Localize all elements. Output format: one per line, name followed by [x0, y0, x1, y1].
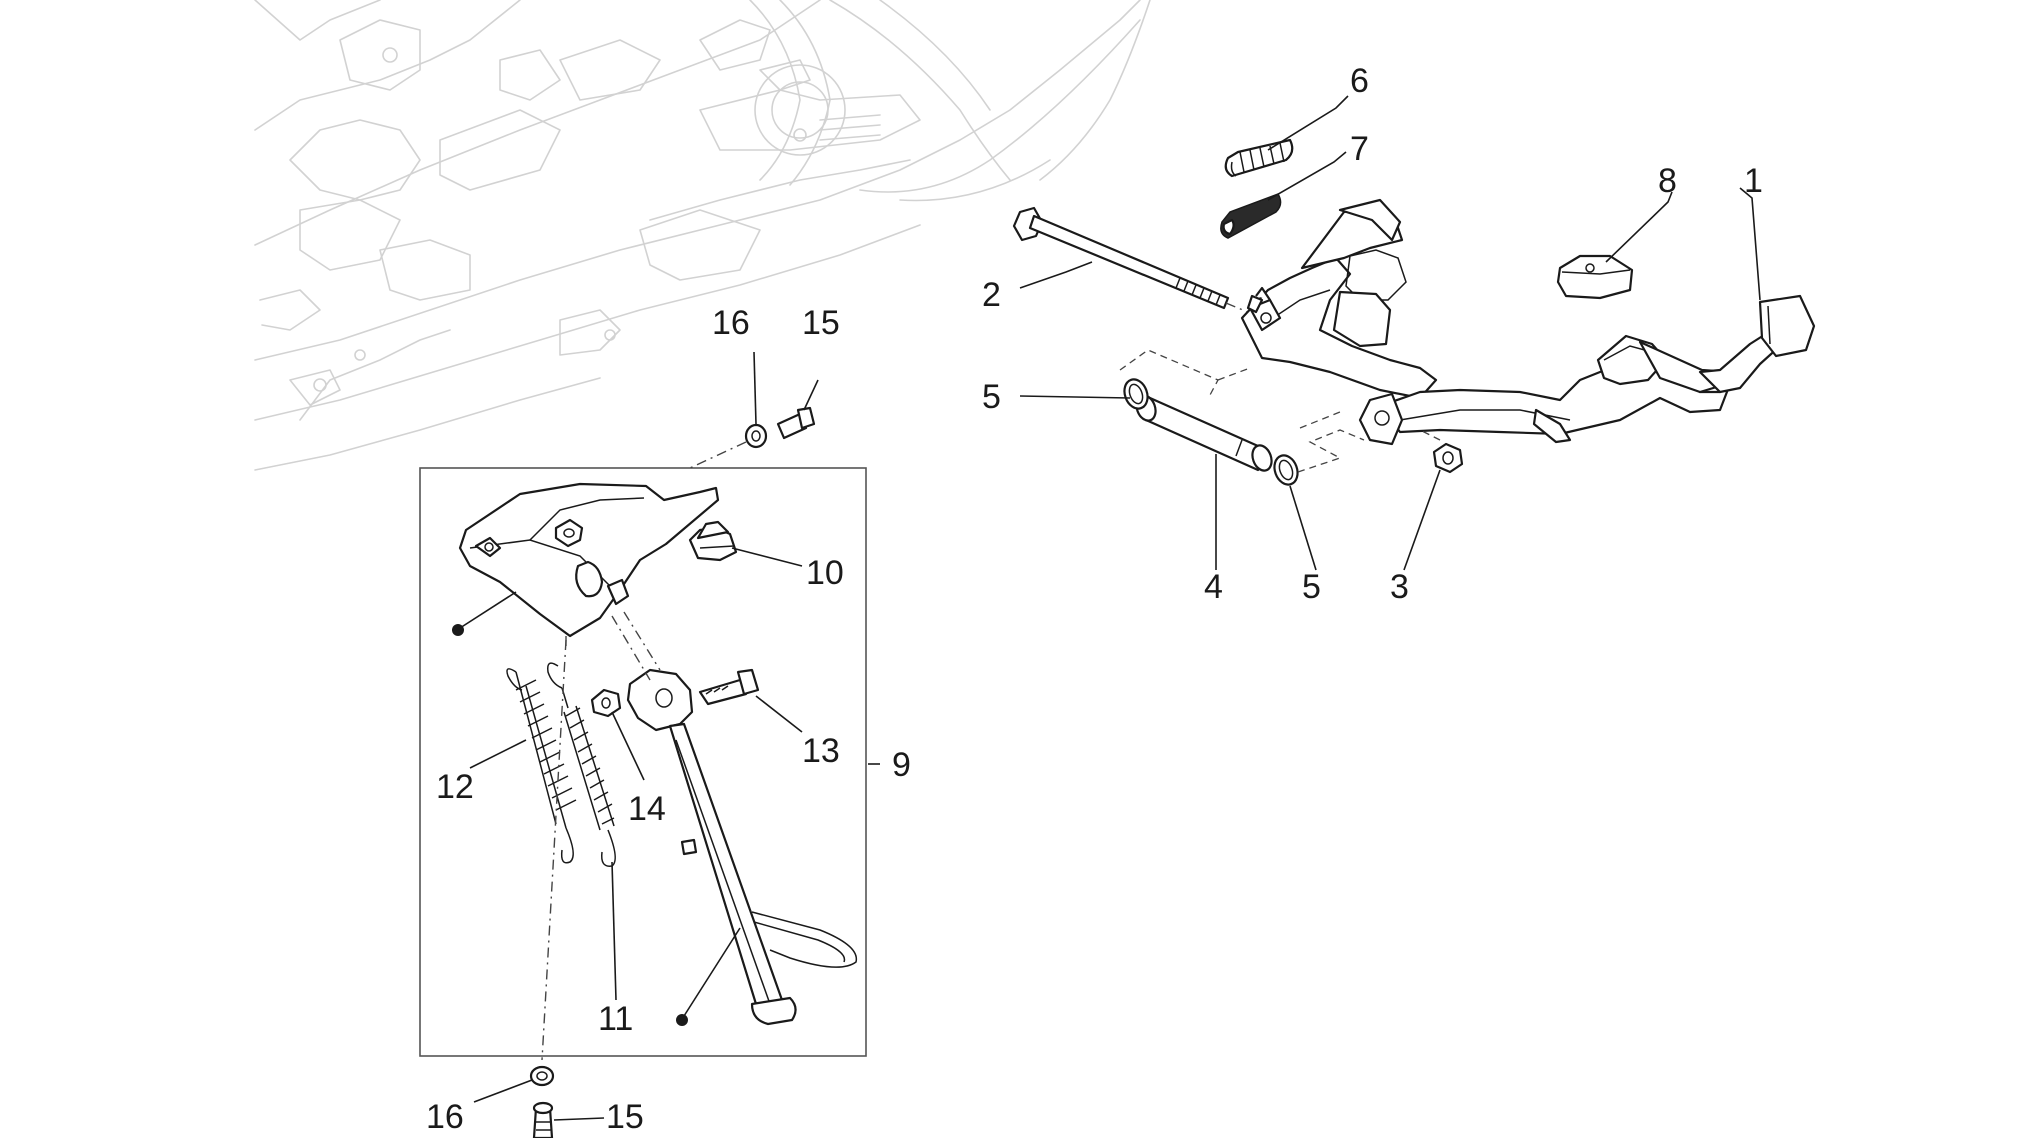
- nut-part-3: [1432, 442, 1464, 474]
- callout-5-upper: 5: [982, 378, 1001, 416]
- callout-15-lower: 15: [606, 1098, 644, 1136]
- callout-13: 13: [802, 732, 840, 770]
- washer-part-16-upper: [744, 423, 768, 449]
- callout-8: 8: [1658, 162, 1677, 200]
- long-bolt-part-2: [1012, 206, 1263, 319]
- rubber-pad-part-10: [688, 520, 738, 562]
- callout-15-upper: 15: [802, 304, 840, 342]
- dot-marker-leg: [676, 927, 741, 1026]
- callout-9: 9: [892, 746, 911, 784]
- callout-11: 11: [598, 1000, 633, 1038]
- bolt-part-15-upper: [776, 406, 816, 440]
- spring-part-11: [546, 662, 616, 867]
- spring-part-7: [1220, 193, 1282, 239]
- pivot-tube-part-4: [1135, 394, 1273, 472]
- washer-part-5-lower: [1273, 454, 1299, 486]
- nut-part-14: [590, 688, 622, 718]
- callout-16-lower: 16: [426, 1098, 464, 1136]
- callout-2: 2: [982, 276, 1001, 314]
- callout-16-upper: 16: [712, 304, 750, 342]
- dot-marker-bracket: [452, 591, 517, 636]
- leader-lines: [469, 95, 1761, 1121]
- main-stand-frame-part-1: [1240, 198, 1816, 446]
- callout-5-lower: 5: [1302, 568, 1321, 606]
- callout-3: 3: [1390, 568, 1409, 606]
- callout-7: 7: [1350, 130, 1369, 168]
- side-stand-kit-box: [419, 467, 867, 1057]
- callout-4: 4: [1204, 568, 1223, 606]
- side-stand-bracket: [458, 482, 720, 638]
- guide-upper-bolt: [689, 441, 747, 469]
- assembly-guide-lines-side: [541, 611, 661, 1061]
- assembly-guide-lines-main: [1119, 349, 1441, 473]
- scooter-frame-outline: [254, 0, 1151, 471]
- pivot-bolt-part-13: [698, 668, 760, 706]
- washer-part-16-lower: [529, 1065, 555, 1087]
- bolt-part-15-lower: [532, 1101, 554, 1138]
- callouts: 1 2 3 4 5 5 6 7 8 9 10 11 12 13 14 15 15…: [426, 62, 1763, 1136]
- callout-10: 10: [806, 554, 844, 592]
- callout-12: 12: [436, 768, 474, 806]
- side-stand-leg: [626, 668, 858, 1026]
- callout-1: 1: [1744, 162, 1763, 200]
- callout-14: 14: [628, 790, 666, 828]
- spring-part-6: [1224, 138, 1294, 178]
- rubber-buffer-part-8: [1556, 254, 1634, 300]
- callout-6: 6: [1350, 62, 1369, 100]
